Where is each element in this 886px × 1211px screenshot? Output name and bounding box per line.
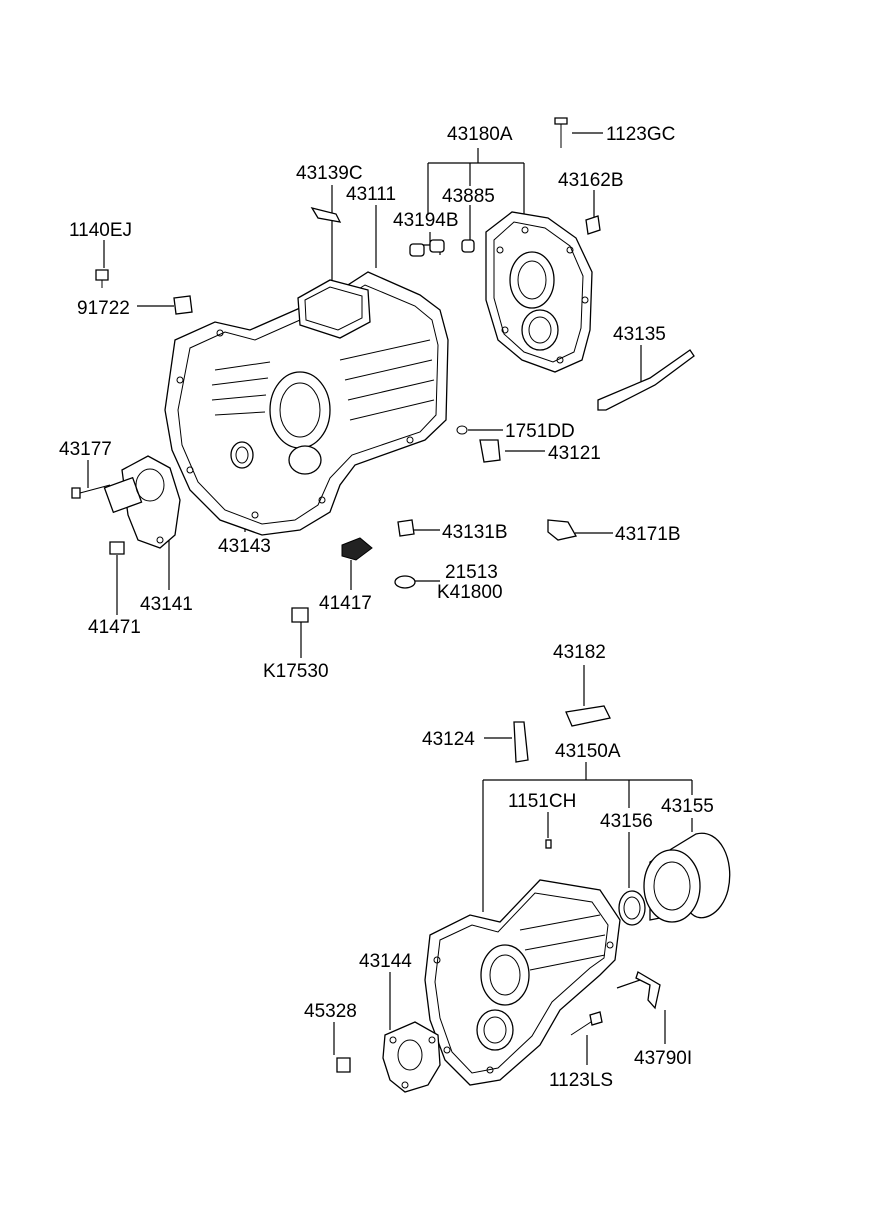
label-43144: 43144	[359, 951, 412, 972]
leader-lines	[87, 132, 693, 1065]
label-1140EJ: 1140EJ	[69, 220, 132, 241]
label-43150A: 43150A	[555, 741, 621, 762]
label-43156: 43156	[600, 811, 653, 832]
label-43139C: 43139C	[296, 163, 363, 184]
label-43124: 43124	[422, 729, 475, 750]
label-43143: 43143	[218, 536, 271, 557]
label-43182: 43182	[553, 642, 606, 663]
transfer-case-43150A	[424, 879, 621, 1086]
label-91722: 91722	[77, 298, 130, 319]
label-43111: 43111	[346, 184, 396, 205]
label-21513: 21513	[445, 562, 498, 583]
label-43177: 43177	[59, 439, 112, 460]
small-parts	[71, 117, 695, 1073]
label-K41800: K41800	[437, 582, 503, 603]
label-1151CH: 1151CH	[508, 791, 576, 812]
part-labels: 1123GC 43180A 43162B 43139C 43111 43885 …	[59, 124, 714, 1091]
label-43131B: 43131B	[442, 522, 508, 543]
label-K17530: K17530	[263, 661, 329, 682]
main-housing-43111	[164, 271, 449, 536]
label-43180A: 43180A	[447, 124, 513, 145]
label-43171B: 43171B	[615, 524, 681, 545]
rear-cover-43180A	[485, 211, 593, 373]
plate-43144	[382, 1021, 441, 1093]
label-1123LS: 1123LS	[549, 1070, 613, 1091]
label-43194B: 43194B	[393, 210, 459, 231]
label-43121: 43121	[548, 443, 601, 464]
label-43790I: 43790I	[634, 1048, 692, 1069]
label-41471: 41471	[88, 617, 141, 638]
bearing-retainer-43141	[103, 455, 181, 549]
label-43885: 43885	[442, 186, 495, 207]
seal-43156	[618, 890, 646, 926]
label-45328: 45328	[304, 1001, 357, 1022]
label-43155: 43155	[661, 796, 714, 817]
housing-43155	[643, 832, 731, 923]
label-43135: 43135	[613, 324, 666, 345]
label-43162B: 43162B	[558, 170, 624, 191]
label-1123GC: 1123GC	[606, 124, 675, 145]
label-43141: 43141	[140, 594, 193, 615]
label-41417: 41417	[319, 593, 372, 614]
label-1751DD: 1751DD	[505, 421, 575, 442]
